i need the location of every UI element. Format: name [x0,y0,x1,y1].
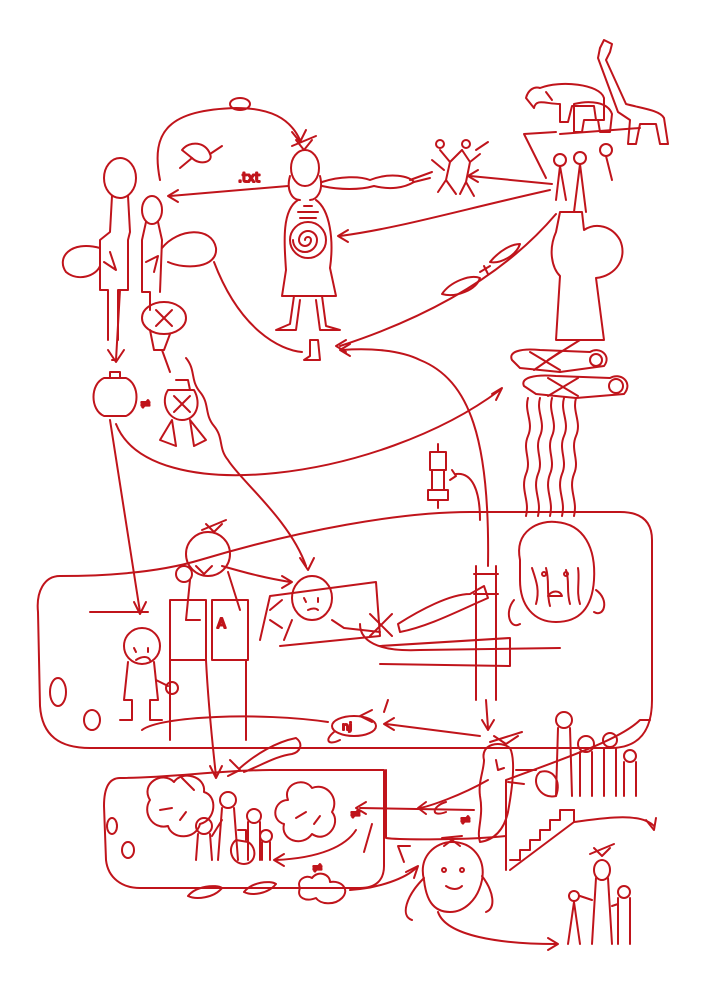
bus-headlights [49,677,101,731]
arrow-to-foot [339,213,557,347]
syringe-icon [427,443,449,509]
logo-label: nj [342,720,352,733]
wavy-line-to-bus [185,357,307,567]
sad-passenger-window [269,575,381,641]
smiling-woman-face [404,835,494,921]
bird-icon [179,142,223,169]
line-head-to-bus [109,419,141,613]
small-animal-icon [573,101,613,133]
round-head-left [92,371,138,417]
ribbon-figure-left [159,379,207,447]
family-figures-bottomright [567,843,631,945]
child-with-ball [119,627,179,721]
crying-woman-face [507,520,606,627]
horn-instrument [239,737,302,773]
leaf-2 [243,881,277,895]
giraffe-icon [597,39,669,145]
txt-label: .txt [238,171,260,186]
driver-figure [175,519,241,621]
big-balloon-right [550,211,624,341]
small-bus-lights [106,817,135,859]
pregnant-woman-figure [275,135,341,331]
arrow-bus-to-foot [341,348,490,567]
group-figures-lower-bus [195,791,273,865]
people-window-right [385,711,651,841]
vertical-pipe [473,565,499,701]
not-equal-4: ≠ [460,813,471,828]
staircase-icon [505,809,575,871]
logo-nj [327,715,377,744]
elephant-icon [525,82,605,123]
wavy-rain-lines [523,397,579,517]
arrow-to-logo [385,723,481,737]
door-label-A: A [217,617,226,632]
arrow-txt [169,185,289,197]
leaf-1 [187,885,223,899]
arrow-to-dancers [409,171,433,181]
tree-cloud-left [146,774,215,838]
arrow-right-to-dancers [469,175,553,185]
seed-pod [441,276,481,296]
hair-ribbon [321,174,415,190]
bus-body [36,511,653,749]
gourd-icon [298,872,347,905]
falling-figure [141,301,187,373]
not-equal-1: ≠ [140,397,151,412]
arrow-head-to-right [115,389,501,477]
arrow-left-to-foot [213,261,303,353]
standing-person-center [417,731,523,843]
reclining-figure [397,585,489,633]
foot-icon [303,339,321,361]
standing-people-right [553,143,613,213]
figure-pair-topleft [61,157,218,341]
tree-cloud-right [274,781,337,843]
dancing-figures [431,139,489,197]
arrow-top-loop [156,107,301,181]
bus-windows [89,581,511,741]
arrow-right-to-woman [339,189,551,237]
lying-figure-2 [522,374,629,399]
